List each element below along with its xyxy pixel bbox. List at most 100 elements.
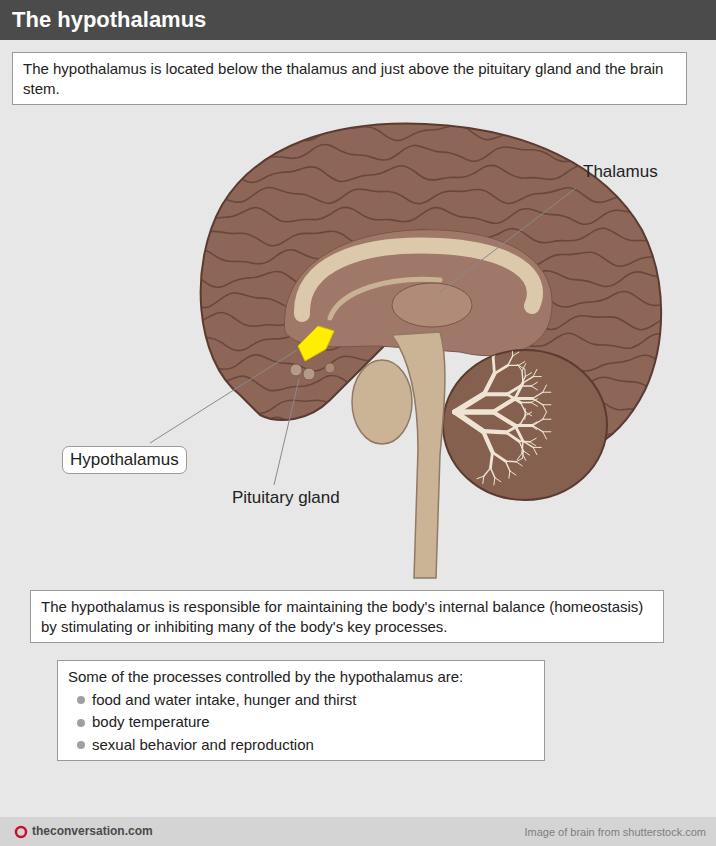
arbor-branch (516, 458, 522, 461)
arbor-branch (525, 408, 526, 415)
arbor-branch (525, 373, 531, 377)
pituitary-gland (290, 364, 302, 376)
list-item: body temperature (92, 713, 210, 730)
arbor-branch (490, 468, 494, 478)
bullet-dot (77, 719, 85, 727)
arbor-branch (524, 369, 526, 376)
arbor-branch (480, 347, 487, 350)
title-bar (0, 0, 716, 40)
pituitary-gland (303, 368, 315, 380)
arbor-branch (494, 365, 507, 373)
list-item: food and water intake, hunger and thirst (92, 691, 356, 708)
arbor-branch (515, 383, 523, 399)
arbor-branch (519, 362, 525, 366)
arbor-branch (523, 377, 533, 383)
body-text: The hypothalamus is located below the th… (23, 60, 663, 97)
arbor-branch (530, 438, 536, 441)
arbor-branch (493, 358, 494, 374)
arbor-branch (495, 478, 501, 482)
arbor-branch (522, 451, 524, 458)
arbor-branch (521, 402, 532, 403)
leader-line (274, 379, 299, 485)
arbor-branch (483, 431, 492, 452)
arbor-branch (533, 398, 543, 404)
leader-line (150, 350, 297, 443)
arbor-branch (484, 374, 494, 395)
arbor-branch (531, 382, 537, 386)
gyrus-line (185, 207, 665, 224)
arbor-branch (493, 348, 498, 358)
arbor-branch (531, 386, 537, 390)
gyrus-line (185, 144, 665, 161)
arbor-branch (490, 452, 492, 468)
arbor-branch (508, 471, 510, 478)
info-box: The hypothalamus is responsible for main… (30, 590, 664, 643)
body-text: The hypothalamus is responsible for main… (41, 598, 643, 635)
arbor-branch (517, 364, 522, 371)
arbor-branch (523, 451, 529, 455)
arbor-branch (530, 442, 536, 446)
list-item: sexual behavior and reproduction (92, 736, 314, 753)
arbor-branch (543, 385, 547, 392)
arbor-branch (493, 452, 506, 461)
part-name: Thalamus (583, 162, 658, 182)
arbor-branch (520, 416, 525, 425)
arbor-branch (497, 341, 499, 348)
info-box: The hypothalamus is located below the th… (12, 52, 687, 105)
arbor-branch (533, 447, 541, 448)
arbor-branch (533, 447, 537, 454)
arbor-branch (525, 412, 531, 416)
body-text: Some of the processes controlled by the … (68, 668, 463, 685)
arbor-branch (493, 478, 495, 485)
logo-icon (16, 827, 26, 837)
arbor-branch (512, 349, 514, 356)
arbor-branch (531, 422, 537, 425)
arbor-branch (533, 419, 543, 425)
arbor-branch (506, 425, 520, 433)
arbor-branch (519, 441, 530, 443)
arbor-branch (519, 441, 523, 451)
part-name: Hypothalamus (70, 450, 179, 469)
thalamus (392, 283, 472, 327)
arbor-branch (531, 425, 537, 429)
arbor-vitae (455, 341, 551, 485)
part-name: Pituitary gland (232, 488, 340, 508)
arbor-branch (521, 371, 523, 383)
gyrus-line (185, 186, 665, 203)
arbor-branch (484, 468, 491, 476)
arbor-branch (520, 424, 531, 426)
arbor-branch (482, 476, 484, 483)
gyrus-line (185, 123, 665, 140)
arbor-branch (508, 356, 513, 366)
label-box: Hypothalamus (62, 446, 187, 474)
arbor-branch (484, 392, 507, 396)
title: The hypothalamus (12, 7, 206, 33)
arbor-branch (508, 365, 519, 366)
hypothalamus-shape (298, 326, 334, 361)
leader-line (440, 188, 576, 292)
arbor-branch (498, 345, 504, 349)
pons (352, 360, 412, 444)
arbor-branch (533, 426, 543, 432)
cerebellum (443, 350, 607, 500)
arbor-branch (493, 398, 515, 412)
arbor-branch (543, 405, 547, 412)
arbor-branch (516, 462, 522, 466)
arbor-branch (543, 419, 551, 420)
arbor-branch (493, 412, 515, 426)
arbor-branch (543, 431, 551, 432)
arbor-branch (513, 352, 519, 356)
arbor-branch (533, 392, 543, 398)
footer-bar (0, 817, 716, 846)
arbor-branch (477, 476, 484, 478)
arbor-branch (486, 342, 488, 349)
arbor-branch (522, 364, 526, 371)
arbor-branch (505, 460, 516, 462)
bullet-dot (77, 696, 85, 704)
arbor-branch (543, 392, 551, 393)
arbor-branch (455, 412, 483, 431)
mammillary-body (325, 363, 335, 373)
arbor-branch (487, 349, 493, 358)
list-box: Some of the processes controlled by the … (57, 660, 545, 761)
arbor-branch (533, 376, 541, 377)
